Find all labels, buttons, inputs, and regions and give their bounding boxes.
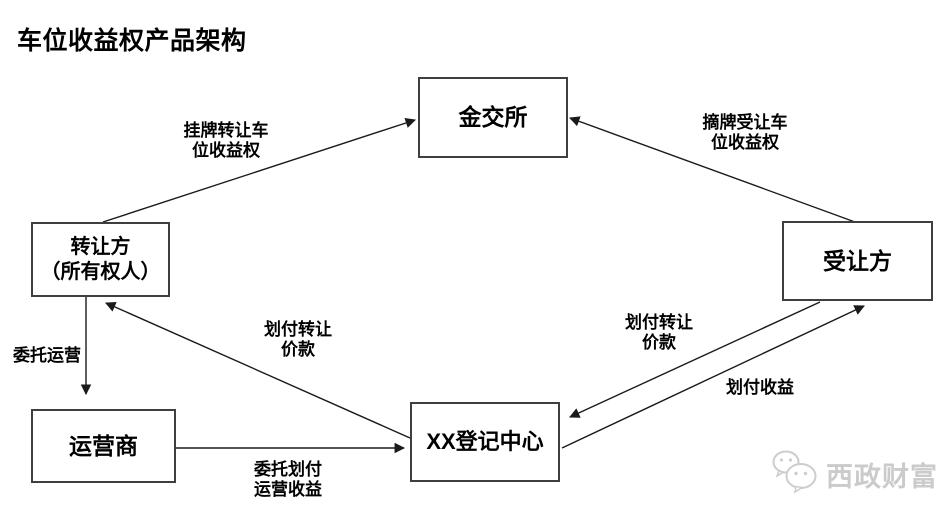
edge-label-entrust-payment: 委托划付 运营收益 (254, 460, 322, 500)
edge-label-pay-price-to-transferor: 划付转让 价款 (264, 320, 332, 360)
arrow-transferee-to-registry (569, 301, 821, 418)
watermark-text: 西政财富 (826, 462, 938, 492)
arrow-registry-to-transferee (561, 305, 865, 449)
diagram-title: 车位收益权产品架构 (17, 27, 247, 55)
node-operator: 运营商 (31, 409, 176, 483)
arrow-registry-to-transferor (105, 302, 411, 439)
node-registry: XX登记中心 (410, 402, 560, 482)
wechat-bubbles-icon (770, 448, 820, 501)
edge-label-list-rights: 挂牌转让车 位收益权 (183, 121, 269, 161)
node-transferor: 转让方 （所有权人） (31, 222, 170, 297)
node-transferee: 受让方 (782, 221, 933, 301)
watermark: 西政财富 (770, 448, 938, 501)
node-exchange: 金交所 (418, 77, 568, 158)
arrow-transferee-to-exchange (569, 116, 856, 223)
arrow-transferor-to-exchange (102, 117, 416, 223)
edge-label-delist-rights: 摘牌受让车 位收益权 (702, 113, 788, 153)
edge-label-entrust-operation: 委托运营 (13, 346, 81, 365)
edge-label-pay-income: 划付收益 (726, 378, 794, 397)
edge-label-pay-price-to-registry: 划付转让 价款 (625, 313, 693, 353)
